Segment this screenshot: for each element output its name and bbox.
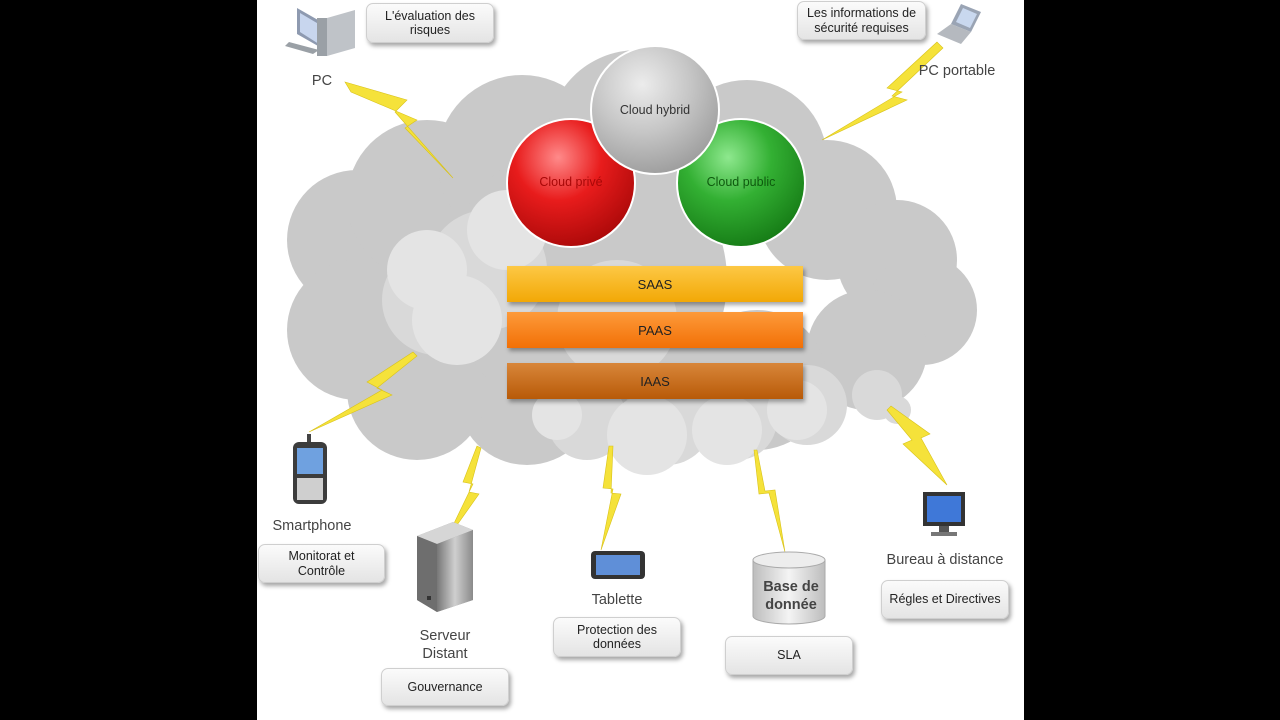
- pc-icon: [285, 8, 355, 56]
- note-monitoring: Monitorat et Contrôle: [258, 544, 385, 583]
- device-label-smartphone: Smartphone: [272, 518, 352, 534]
- diagram-art: [285, 4, 981, 625]
- device-label-server: Serveur Distant: [419, 628, 471, 663]
- monitor-icon: [923, 492, 965, 536]
- smartphone-icon: [293, 434, 327, 504]
- cloud-private-circle: [506, 118, 636, 248]
- device-label-tablet: Tablette: [591, 592, 643, 608]
- cloud-public-label: Cloud public: [706, 175, 776, 189]
- layer-iaas: IAAS: [507, 363, 803, 399]
- server-icon: [417, 522, 473, 612]
- layer-paas: PAAS: [507, 312, 803, 348]
- note-data-protection: Protection des données: [553, 617, 681, 657]
- note-risk: L'évaluation des risques: [366, 3, 494, 43]
- cloud-hybrid-circle: [590, 45, 720, 175]
- layer-saas: SAAS: [507, 266, 803, 302]
- lightning-icons: [308, 41, 948, 553]
- cloud-private-label: Cloud privé: [539, 175, 603, 189]
- device-label-remote-desktop: Bureau à distance: [886, 552, 1004, 568]
- cloud-hybrid-label: Cloud hybrid: [619, 103, 691, 117]
- note-security: Les informations de sécurité requises: [797, 1, 926, 40]
- database-icon: [752, 551, 826, 625]
- note-sla: SLA: [725, 636, 853, 675]
- laptop-icon: [937, 4, 981, 44]
- tablet-icon: [591, 551, 645, 579]
- diagram-canvas: Cloud privé Cloud public Cloud hybrid SA…: [257, 0, 1024, 720]
- cloud-public-circle: [676, 118, 806, 248]
- device-label-pc: PC: [311, 73, 333, 89]
- note-governance: Gouvernance: [381, 668, 509, 706]
- device-label-database: Base de donnée: [763, 579, 819, 614]
- note-rules: Régles et Directives: [881, 580, 1009, 619]
- device-label-laptop: PC portable: [918, 63, 996, 79]
